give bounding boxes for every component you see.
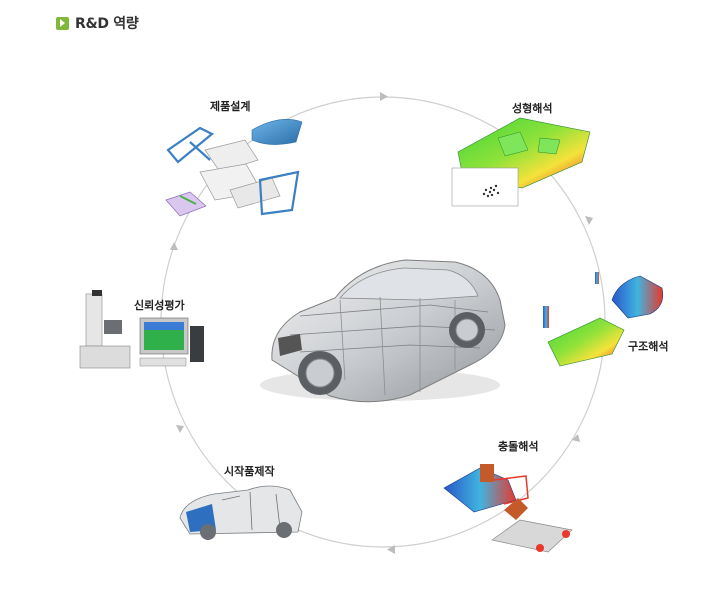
structural-analysis-image	[543, 272, 664, 367]
section-header: R&D 역량	[56, 13, 139, 33]
center-car-image	[260, 259, 506, 403]
stage-label-forming-analysis: 성형해석	[512, 102, 553, 115]
stage-label-product-design: 제품설계	[210, 100, 251, 113]
cycle-arrow-icon	[170, 92, 593, 554]
reliability-test-image	[79, 290, 204, 369]
prototype-production-image	[179, 485, 303, 540]
crash-analysis-image	[443, 464, 573, 553]
forming-analysis-image	[451, 117, 591, 207]
stage-label-reliability-test: 신뢰성평가	[134, 299, 185, 312]
arrow-right-icon	[56, 16, 69, 30]
stage-label-structural-analysis: 구조해석	[628, 340, 669, 353]
product-design-image	[165, 119, 303, 217]
stage-label-crash-analysis: 충돌해석	[498, 440, 539, 453]
page-title: R&D 역량	[75, 16, 139, 32]
stage-label-prototype-production: 시작품제작	[224, 465, 275, 478]
